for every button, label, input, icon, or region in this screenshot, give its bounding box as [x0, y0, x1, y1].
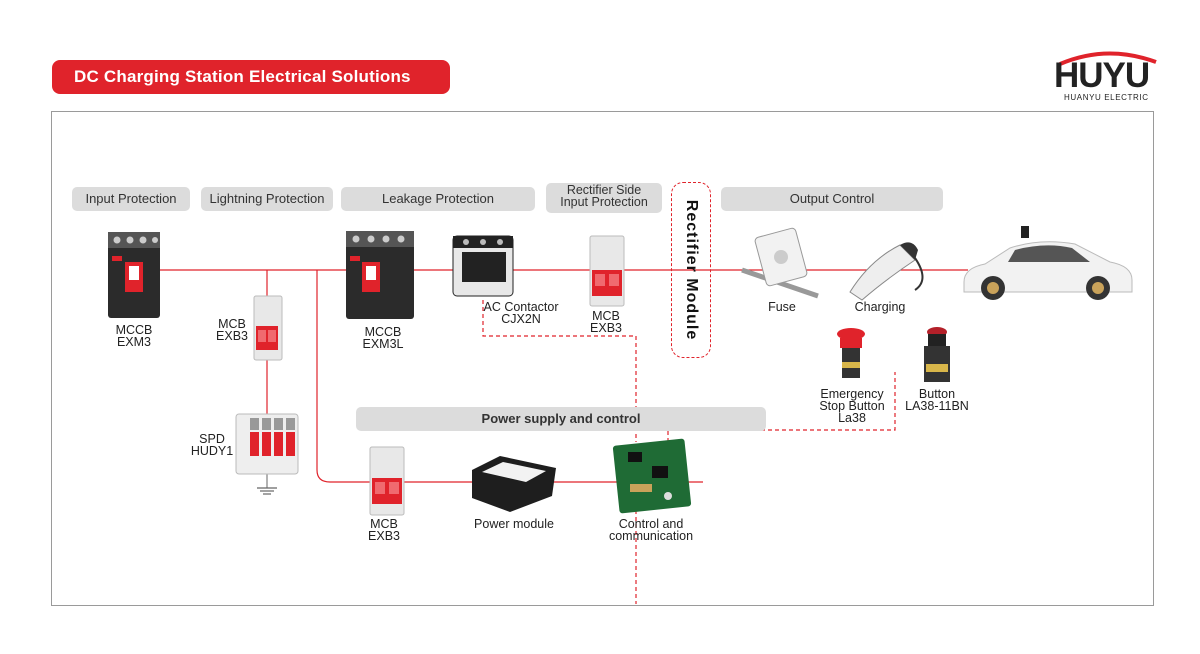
- control-board-device: [612, 438, 692, 514]
- mccb-exm3-label-line2: EXM3: [116, 335, 152, 349]
- section-rectifier-side-line1: Rectifier Side: [566, 183, 642, 197]
- ac-contactor-label-line2: CJX2N: [501, 312, 541, 326]
- mcb-exb3-lightning-device: [253, 295, 283, 361]
- car-device: [963, 226, 1133, 300]
- mcb-exb3-lightning-label-line1: MCB: [218, 317, 246, 331]
- mcb-exb3-rectifier-label-line1: MCB: [592, 309, 620, 323]
- emergency-stop-label-line1: Emergency: [820, 387, 884, 401]
- mccb-exm3-label-line1: MCCB: [115, 323, 153, 337]
- contactor-control-dashed: [482, 300, 637, 442]
- button-label-line2: LA38-11BN: [905, 399, 969, 413]
- spd-label: SPD HUDY1: [186, 432, 238, 458]
- control-label: Control and communication: [600, 517, 702, 543]
- page-title: DC Charging Station Electrical Solutions: [52, 60, 450, 94]
- section-rectifier-side-line2: Input Protection: [560, 195, 648, 209]
- mcb-exb3-power-device: [369, 446, 405, 516]
- section-leakage-protection: Leakage Protection: [341, 187, 535, 211]
- ac-contactor-device: [452, 235, 514, 297]
- button-label-line1: Button: [918, 387, 956, 401]
- control-label-line1: Control and: [618, 517, 684, 531]
- section-power-supply: Power supply and control: [356, 407, 766, 431]
- ac-contactor-label: AC Contactor CJX2N: [476, 300, 566, 326]
- mcb-exb3-lightning-label-line2: EXB3: [216, 329, 248, 343]
- emergency-stop-device: [837, 328, 865, 378]
- button-control-dashed: [667, 372, 896, 442]
- mcb-exb3-power-label: MCB EXB3: [364, 517, 404, 543]
- section-output-control: Output Control: [721, 187, 943, 211]
- section-rectifier-side: Rectifier Side Input Protection: [546, 183, 662, 213]
- ac-contactor-label-line1: AC Contactor: [483, 300, 559, 314]
- charging-label: Charging: [854, 300, 906, 314]
- huyu-logo: HUYU HUANYU ELECTRIC: [1052, 46, 1162, 106]
- power-branch-horizontal: [316, 469, 703, 483]
- power-module-label: Power module: [474, 517, 554, 531]
- mccb-exm3l-device: [346, 231, 414, 319]
- logo-word: HUYU: [1054, 56, 1150, 95]
- rectifier-module-box: Rectifier Module: [671, 182, 711, 358]
- mccb-exm3l-label: MCCB EXM3L: [352, 325, 414, 351]
- spd-device: [235, 413, 299, 475]
- fuse-label: Fuse: [768, 300, 796, 314]
- button-label: Button LA38-11BN: [900, 387, 974, 413]
- mcb-exb3-power-label-line2: EXB3: [368, 529, 400, 543]
- section-lightning-protection: Lightning Protection: [201, 187, 333, 211]
- logo-swoosh: [1059, 51, 1157, 66]
- emergency-stop-label-line3: La38: [838, 411, 866, 425]
- logo-subtitle: HUANYU ELECTRIC: [1064, 93, 1149, 102]
- charging-plug-device: [849, 242, 924, 301]
- mccb-exm3l-label-line2: EXM3L: [362, 337, 404, 351]
- fuse-device: [741, 227, 819, 299]
- spd-label-line1: SPD: [199, 432, 225, 446]
- power-module-device: [472, 456, 556, 512]
- rectifier-module-label: Rectifier Module: [683, 199, 700, 341]
- mccb-exm3-label: MCCB EXM3: [108, 323, 160, 349]
- mcb-exb3-power-label-line1: MCB: [370, 517, 398, 531]
- section-input-protection: Input Protection: [72, 187, 190, 211]
- mcb-exb3-rectifier-label: MCB EXB3: [584, 309, 628, 335]
- mccb-exm3l-label-line1: MCCB: [364, 325, 402, 339]
- mcb-exb3-lightning-label: MCB EXB3: [214, 317, 250, 343]
- emergency-stop-label-line2: Stop Button: [819, 399, 885, 413]
- control-label-line2: communication: [608, 529, 694, 543]
- spd-label-line2: HUDY1: [190, 444, 234, 458]
- mcb-exb3-rectifier-label-line2: EXB3: [590, 321, 622, 335]
- emergency-stop-label: Emergency Stop Button La38: [814, 387, 890, 425]
- diagram-frame: [51, 111, 1154, 606]
- button-la38-device: [924, 327, 950, 382]
- mcb-exb3-rectifier-device: [589, 235, 625, 307]
- mccb-exm3-device: [108, 232, 160, 318]
